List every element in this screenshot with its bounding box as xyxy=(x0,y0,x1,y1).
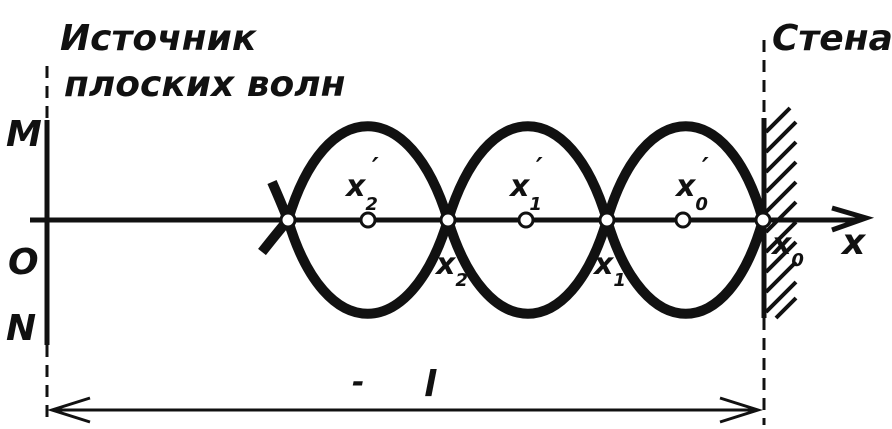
x-axis-label: x xyxy=(840,222,867,263)
length-label: l xyxy=(424,364,437,405)
antinode-marker-x1-prime xyxy=(517,211,535,229)
wave-upper-envelope xyxy=(258,121,768,256)
length-arrow-right xyxy=(719,396,763,424)
node-marker-x1 xyxy=(598,211,616,229)
label-N: N xyxy=(6,308,36,349)
label-x2: x2 xyxy=(434,247,468,291)
label-x1-prime: x1′ xyxy=(508,153,543,215)
antinode-marker-x0-prime xyxy=(674,211,692,229)
wall-label: Стена xyxy=(772,18,892,59)
node-marker-x2 xyxy=(279,211,297,229)
label-x0: x0 xyxy=(770,227,804,271)
x-axis-arrowhead xyxy=(831,205,875,233)
antinode-marker-x2-prime xyxy=(359,211,377,229)
wall-hatching xyxy=(764,106,798,320)
label-O: O xyxy=(8,242,39,283)
label-x0-prime: x0′ xyxy=(674,153,709,215)
source-label-line1: Источник xyxy=(60,18,258,59)
node-marker-x2b xyxy=(439,211,457,229)
node-marker-x0 xyxy=(754,211,772,229)
length-arrow-left xyxy=(47,396,91,424)
label-M: M xyxy=(6,114,42,155)
wave-lower-envelope xyxy=(267,179,768,319)
source-label-line2: плоских волн xyxy=(64,64,345,105)
dash-mark: - xyxy=(352,365,364,400)
label-x2-prime: x2′ xyxy=(344,153,379,215)
label-x1: x1 xyxy=(592,247,626,291)
